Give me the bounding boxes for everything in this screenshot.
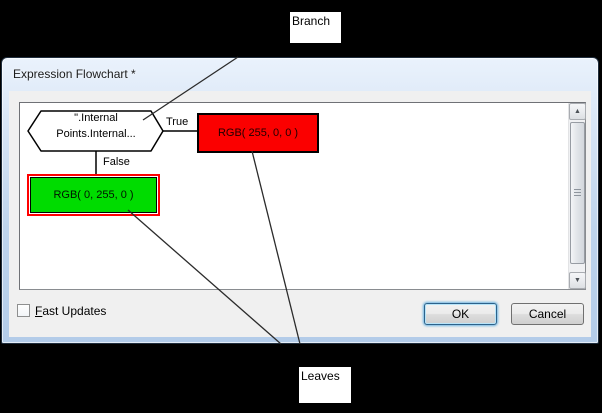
leaves-callout-label: Leaves (299, 367, 351, 403)
cancel-button[interactable]: Cancel (511, 303, 584, 325)
fast-updates-checkbox[interactable] (17, 304, 30, 317)
scrollbar-thumb[interactable] (570, 122, 585, 264)
branch-node-line1: ".Internal (74, 112, 118, 124)
branch-node-line2: Points.Internal... (56, 128, 136, 140)
flowchart-canvas[interactable]: ".Internal Points.Internal... True False… (19, 102, 586, 290)
branch-callout-label: Branch (290, 12, 341, 43)
scroll-down-button[interactable]: ▼ (569, 272, 586, 289)
scrollbar-grip-icon (574, 189, 581, 197)
true-node-label: RGB( 255, 0, 0 ) (217, 127, 299, 139)
true-edge-label: True (164, 116, 191, 128)
flowchart-shapes (27, 110, 197, 174)
false-node-selection-border: RGB( 0, 255, 0 ) (27, 174, 160, 216)
false-node-label: RGB( 0, 255, 0 ) (53, 189, 134, 201)
ok-button-label: OK (451, 307, 470, 321)
false-edge-label: False (101, 156, 132, 168)
scroll-down-icon: ▼ (574, 277, 581, 284)
dialog-title: Expression Flowchart * (13, 67, 136, 81)
true-node-rgb-red[interactable]: RGB( 255, 0, 0 ) (197, 113, 319, 153)
dialog-titlebar[interactable]: Expression Flowchart * (2, 58, 598, 91)
fast-updates-rest: ast Updates (42, 304, 107, 318)
cancel-button-label: Cancel (528, 307, 567, 321)
false-node-rgb-green[interactable]: RGB( 0, 255, 0 ) (30, 177, 157, 213)
branch-node[interactable]: ".Internal Points.Internal... (41, 110, 151, 142)
ok-button[interactable]: OK (424, 303, 497, 325)
fast-updates-label: Fast Updates (35, 304, 106, 318)
scroll-up-icon: ▲ (574, 108, 581, 115)
expression-flowchart-dialog: Expression Flowchart * ".Internal Points… (1, 57, 599, 344)
fast-updates-accel: F (35, 304, 43, 318)
vertical-scrollbar[interactable]: ▲ ▼ (568, 103, 586, 289)
scroll-up-button[interactable]: ▲ (569, 103, 586, 120)
